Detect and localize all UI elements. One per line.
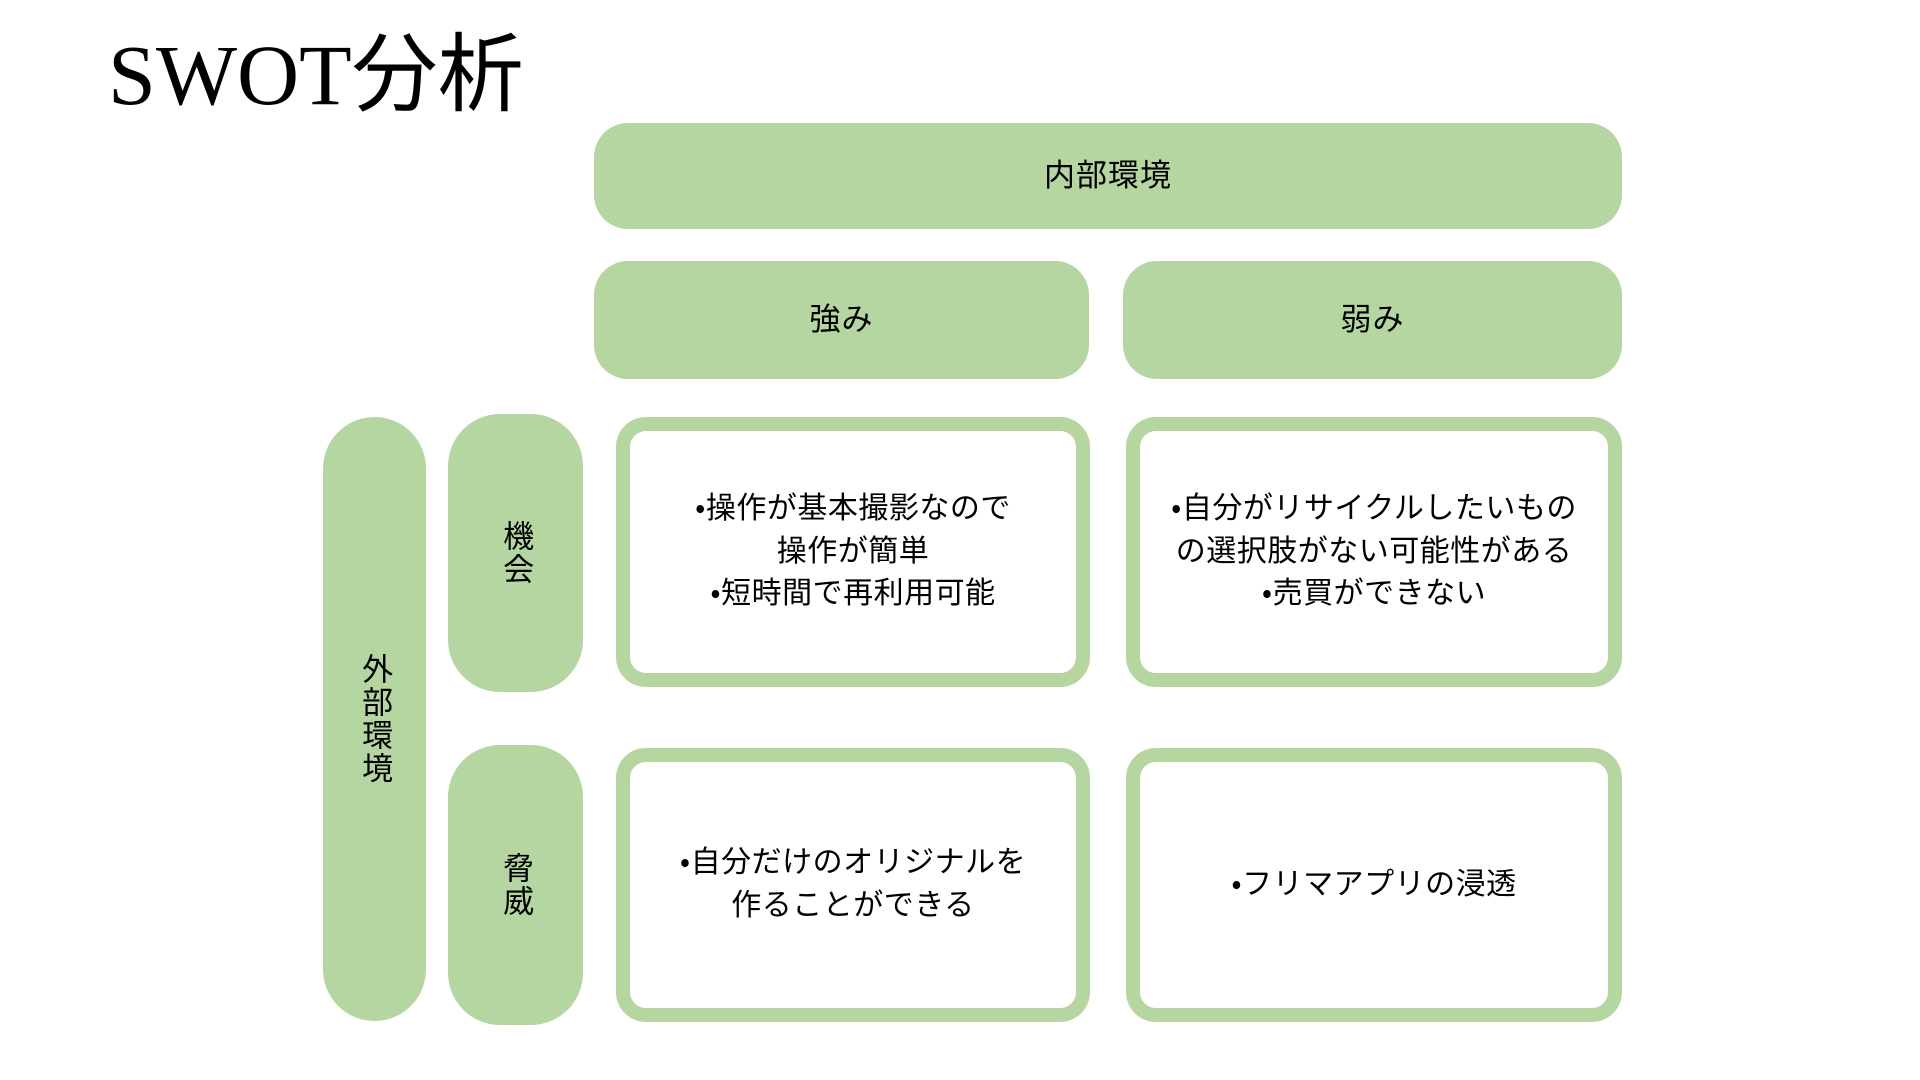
cell-weakness-opportunity-text: ・自分がリサイクルしたいもの の選択肢がない可能性がある ・売買ができない — [1171, 492, 1577, 611]
cell-weakness-threat-text: ・フリマアプリの浸透 — [1231, 867, 1517, 901]
internal-environment-header: 内部環境 — [594, 123, 1622, 229]
external-environment-header: 外部環境 — [323, 417, 426, 1021]
column-header-weakness: 弱み — [1123, 261, 1622, 379]
column-header-weakness-label: 弱み — [1340, 301, 1405, 337]
page-title: SWOT分析 — [108, 27, 524, 123]
cell-strength-threat: ・自分だけのオリジナルを 作ることができる — [616, 748, 1090, 1022]
row-header-opportunity-label: 機会 — [498, 520, 534, 586]
column-header-strength-label: 強み — [809, 301, 874, 337]
cell-strength-opportunity-text: ・操作が基本撮影なので 操作が簡単 ・短時間で再利用可能 — [695, 492, 1011, 611]
cell-strength-opportunity: ・操作が基本撮影なので 操作が簡単 ・短時間で再利用可能 — [616, 417, 1090, 687]
internal-environment-label: 内部環境 — [1044, 157, 1172, 193]
row-header-opportunity: 機会 — [448, 414, 583, 692]
cell-weakness-opportunity: ・自分がリサイクルしたいもの の選択肢がない可能性がある ・売買ができない — [1126, 417, 1622, 687]
external-environment-label: 外部環境 — [357, 653, 393, 785]
row-header-threat: 脅威 — [448, 745, 583, 1025]
cell-weakness-threat: ・フリマアプリの浸透 — [1126, 748, 1622, 1022]
column-header-strength: 強み — [594, 261, 1089, 379]
row-header-threat-label: 脅威 — [498, 852, 534, 918]
cell-strength-threat-text: ・自分だけのオリジナルを 作ることができる — [679, 846, 1027, 922]
